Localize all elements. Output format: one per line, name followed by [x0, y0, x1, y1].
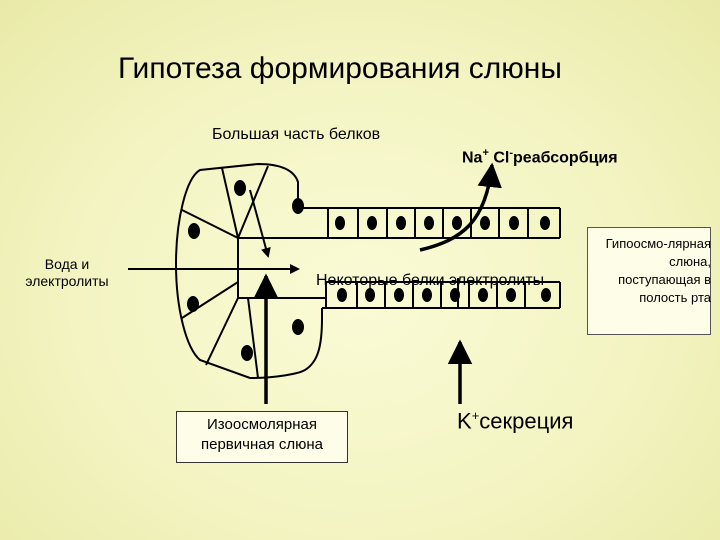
hypoosmolar-box	[587, 227, 711, 335]
reabsorption-word: реабсорбция	[513, 149, 618, 167]
reabsorption-arrow	[419, 162, 502, 252]
duct-cells-top	[298, 208, 561, 239]
page-title: Гипотеза формирования слюны	[118, 52, 562, 85]
duct-cells-bottom	[326, 281, 561, 308]
reabsorption-sup-cl: -	[509, 147, 514, 159]
k-ion: K	[457, 408, 472, 434]
hypoosmolar-label: Гипоосмо-лярная слюна, поступающая в пол…	[605, 236, 711, 305]
acinar-cell-walls	[181, 165, 269, 379]
reabsorption-sup-na: +	[482, 147, 489, 159]
isoosmolar-label: Изоосмолярная первичная слюна	[200, 416, 323, 453]
most-proteins-label: Большая часть белков	[212, 126, 381, 143]
reabsorption-ion-na: Na	[462, 149, 483, 167]
k-secretion-label: K+секреция	[457, 408, 573, 434]
some-proteins-label: Некоторые белки электролиты	[316, 272, 545, 289]
k-word: секреция	[479, 408, 574, 434]
isoosmolar-box	[176, 411, 348, 463]
reabsorption-label: Na+ Cl-реабсорбция	[462, 147, 618, 167]
nuclei	[187, 180, 551, 361]
reabsorption-ion-cl: Cl	[488, 149, 510, 167]
water-electrolytes-label: Вода и электролиты	[25, 256, 109, 289]
proteins-arrow	[249, 189, 271, 258]
acinus-outline	[174, 162, 323, 380]
k-sup: +	[471, 408, 480, 423]
